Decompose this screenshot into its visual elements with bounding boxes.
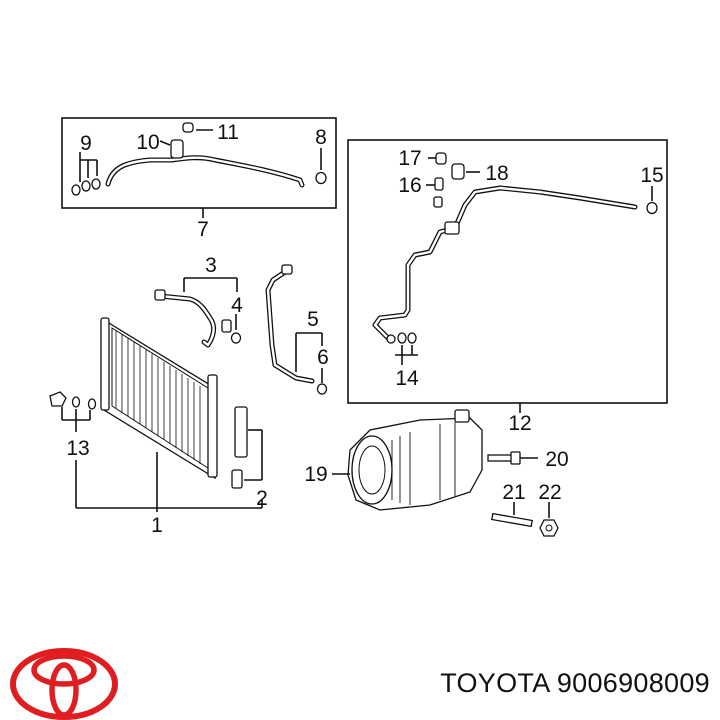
o-rings-14 [397, 332, 417, 344]
group-box-12 [347, 139, 668, 404]
callout-22: 22 [538, 481, 561, 504]
callout-8: 8 [315, 126, 327, 149]
compressor-19 [347, 409, 483, 511]
liquid-line-12 [372, 152, 638, 344]
callout-5: 5 [307, 308, 319, 331]
callout-4: 4 [231, 294, 243, 317]
callout-19: 19 [304, 463, 327, 486]
o-ring-15 [646, 201, 658, 215]
part-number: 9006908009 [556, 668, 710, 698]
receiver-2 [231, 406, 248, 489]
bolt-20 [487, 451, 521, 465]
callout-7: 7 [197, 218, 209, 241]
callout-21: 21 [502, 481, 525, 504]
liquid-line-7 [105, 122, 305, 188]
parts-13 [49, 391, 97, 410]
callout-12: 12 [508, 412, 531, 435]
brand-name: TOYOTA [440, 668, 550, 698]
callout-16: 16 [398, 174, 421, 197]
o-ring-6 [316, 383, 328, 395]
toyota-logo [10, 648, 118, 720]
callout-10: 10 [136, 131, 159, 154]
callout-9: 9 [80, 132, 92, 155]
callout-11: 11 [217, 121, 239, 144]
callout-18: 18 [485, 162, 508, 185]
callout-13: 13 [66, 437, 89, 460]
group-box-7 [61, 117, 337, 209]
callout-2: 2 [256, 487, 268, 510]
part-caption: TOYOTA 9006908009 [340, 668, 710, 699]
callout-14: 14 [395, 367, 419, 390]
callout-15: 15 [640, 164, 663, 187]
condenser-1 [100, 317, 218, 480]
o-ring-4 [230, 332, 242, 344]
callout-3: 3 [205, 254, 217, 277]
o-ring-8 [315, 171, 327, 185]
callout-20: 20 [545, 448, 568, 471]
callout-17: 17 [398, 147, 421, 170]
suction-hose-5 [265, 264, 315, 384]
o-rings-9 [71, 178, 101, 196]
stud-21 [491, 512, 533, 528]
callout-6: 6 [317, 346, 329, 369]
nut-22 [539, 519, 559, 537]
discharge-hose-3 [154, 289, 232, 348]
callout-1: 1 [151, 514, 163, 537]
